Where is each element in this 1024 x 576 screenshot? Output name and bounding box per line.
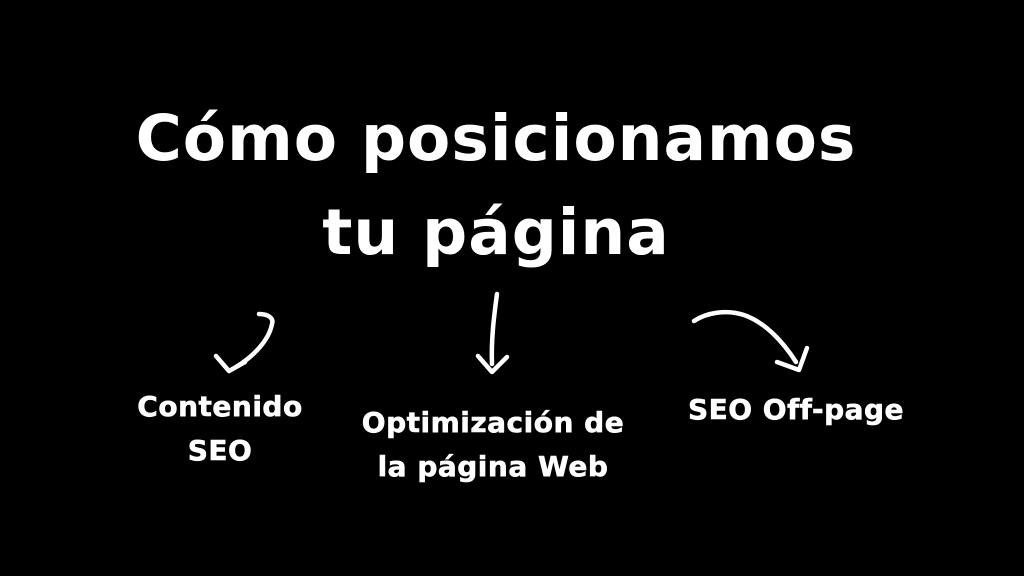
title-line-1: Cómo posicionamos xyxy=(135,102,857,175)
branch-label-line: Optimización de xyxy=(361,406,625,440)
branch-label-contenido-seo: Contenido SEO xyxy=(70,385,370,473)
curved-arrow-down-left-icon xyxy=(213,311,275,374)
branch-label-optimizacion-pagina-web: Optimización de la página Web xyxy=(323,401,663,489)
branch-label-line: la página Web xyxy=(377,450,609,484)
curved-arrow-down-right-icon xyxy=(691,309,810,373)
straight-arrow-down-icon xyxy=(475,291,510,375)
branch-label-line: SEO Off-page xyxy=(687,393,905,427)
branch-label-line: SEO xyxy=(187,434,253,468)
branch-label-line: Contenido xyxy=(137,390,303,424)
page-title: Cómo posicionamos tu página xyxy=(0,92,1008,280)
branch-label-seo-off-page: SEO Off-page xyxy=(626,388,966,432)
title-line-2: tu página xyxy=(322,196,670,269)
